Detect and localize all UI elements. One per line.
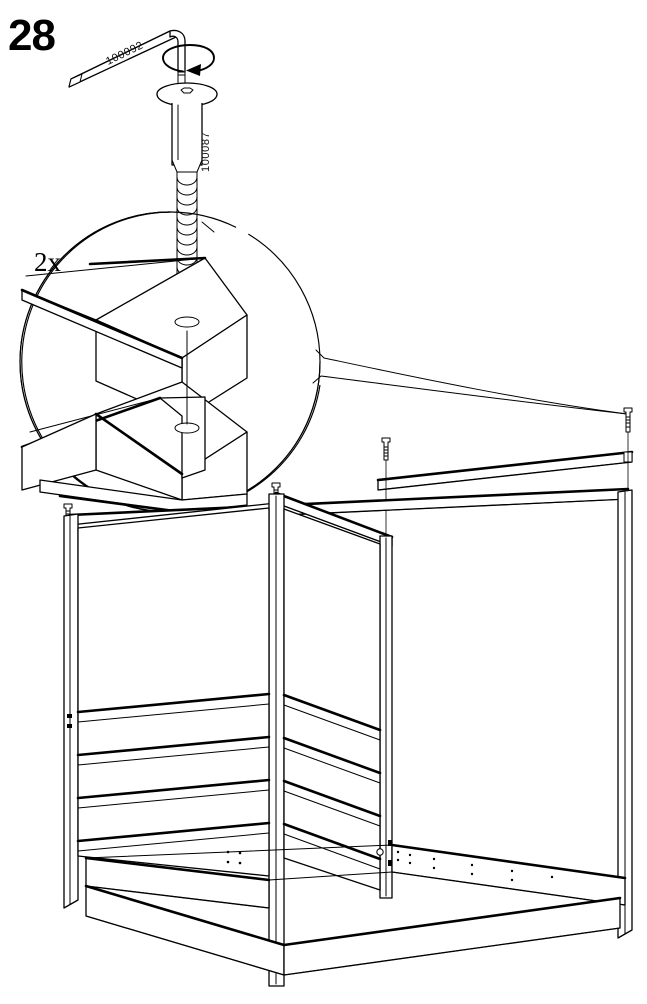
corner-post-left-rear	[63, 513, 79, 909]
screw-small-2	[623, 407, 633, 433]
corner-post-right	[617, 489, 633, 939]
bed-base-long-rail-right	[282, 896, 622, 976]
magnified-joint-detail	[20, 256, 248, 514]
corner-post-mid	[379, 535, 393, 899]
headboard-panel	[76, 507, 271, 877]
part-number-bolt: 100087	[200, 131, 212, 172]
screw-small-1	[381, 437, 391, 461]
callout-tail	[312, 349, 628, 415]
headboard-panel-right-segment	[282, 508, 382, 891]
quantity-label: 2x	[34, 247, 61, 277]
corner-post-left-front	[268, 493, 285, 987]
canopy-rail-detached	[376, 450, 634, 491]
step-number: 28	[8, 11, 56, 60]
bed-base-side-rail-right	[376, 840, 627, 906]
bed-base-front-rail	[84, 850, 271, 909]
rotation-arrow-icon	[162, 44, 215, 76]
hex-key-icon	[68, 29, 186, 88]
drill-hole-marks	[376, 840, 554, 882]
